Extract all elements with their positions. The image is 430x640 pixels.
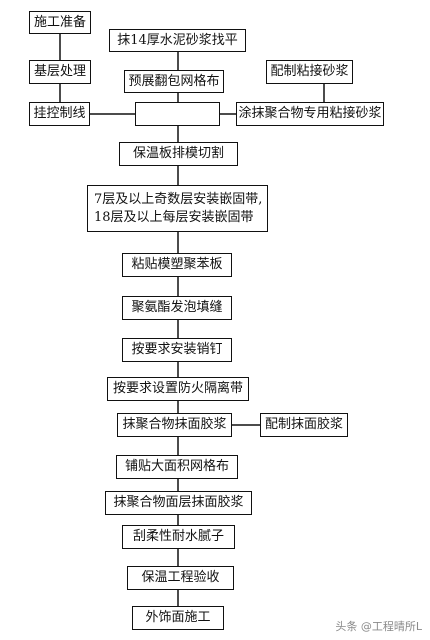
fixing-band-line-1: 7层及以上奇数层安装嵌固带, — [94, 191, 263, 207]
step-exterior-finish: 外饰面施工 — [132, 606, 224, 630]
step-inspection: 保温工程验收 — [127, 566, 234, 590]
step-mix-bond-mortar: 配制粘接砂浆 — [266, 60, 353, 84]
step-install-anchors: 按要求安装销钉 — [122, 338, 232, 362]
step-control-lines: 挂控制线 — [29, 102, 90, 126]
watermark: 头条 @工程晴所L — [335, 620, 422, 633]
step-pu-foam-fill: 聚氨酯发泡填缝 — [122, 296, 232, 320]
step-base-treatment: 基层处理 — [29, 60, 91, 84]
step-mesh-pre-spread: 预展翻包网格布 — [124, 70, 224, 93]
fixing-band-line-2: 18层及以上每层安装嵌固带 — [94, 209, 254, 225]
step-construction-prep: 施工准备 — [29, 11, 91, 34]
step-plaster-leveling: 抹14厚水泥砂浆找平 — [109, 29, 246, 52]
step-apply-bond-mortar: 涂抹聚合物专用粘接砂浆 — [236, 102, 384, 126]
step-mix-surface-mortar: 配制抹面胶浆 — [260, 413, 348, 437]
step-fire-barrier: 按要求设置防火隔离带 — [107, 377, 249, 401]
step-cut-board: 保温板排模切割 — [119, 142, 238, 166]
step-fixing-band: 7层及以上奇数层安装嵌固带, 18层及以上每层安装嵌固带 — [87, 185, 268, 232]
step-stick-mesh-row — [135, 102, 220, 126]
step-top-mortar: 抹聚合物面层抹面胶浆 — [105, 491, 252, 515]
step-lay-mesh: 铺贴大面积网格布 — [116, 455, 238, 479]
step-surface-mortar: 抹聚合物抹面胶浆 — [117, 413, 232, 437]
step-stick-eps-board: 粘贴模塑聚苯板 — [122, 253, 232, 277]
step-putty: 刮柔性耐水腻子 — [122, 525, 235, 549]
